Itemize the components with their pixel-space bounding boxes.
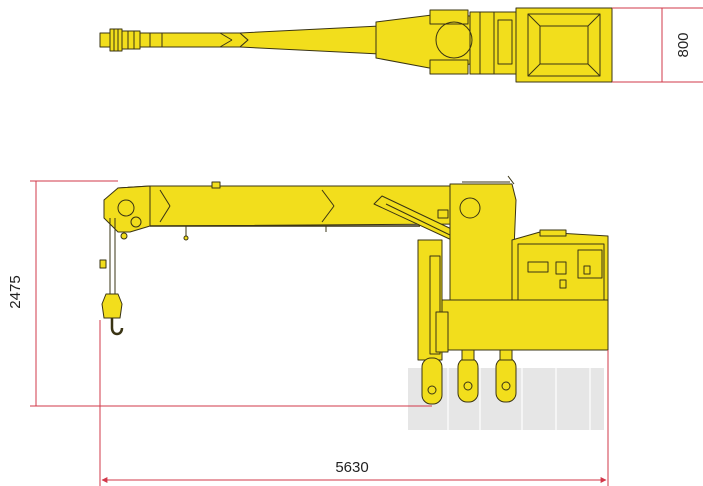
side-view-boom-head	[103, 185, 151, 240]
side-view-wheels	[421, 349, 517, 405]
side-view-mast	[437, 175, 517, 301]
side-view	[99, 175, 609, 405]
side-view-hook	[99, 218, 124, 336]
width-dimension-label: 800	[675, 32, 692, 57]
width-dimension	[612, 7, 703, 83]
top-view-body	[515, 7, 613, 83]
top-view	[99, 7, 613, 83]
height-dimension-label: 2475	[7, 275, 24, 308]
length-dimension	[99, 320, 609, 486]
side-view-boom	[117, 181, 471, 241]
length-dimension-label: 5630	[335, 459, 368, 476]
top-view-upper-works	[375, 9, 517, 75]
side-view-carrier	[417, 239, 609, 361]
top-view-hook-block	[99, 28, 163, 52]
height-dimension	[30, 180, 432, 407]
